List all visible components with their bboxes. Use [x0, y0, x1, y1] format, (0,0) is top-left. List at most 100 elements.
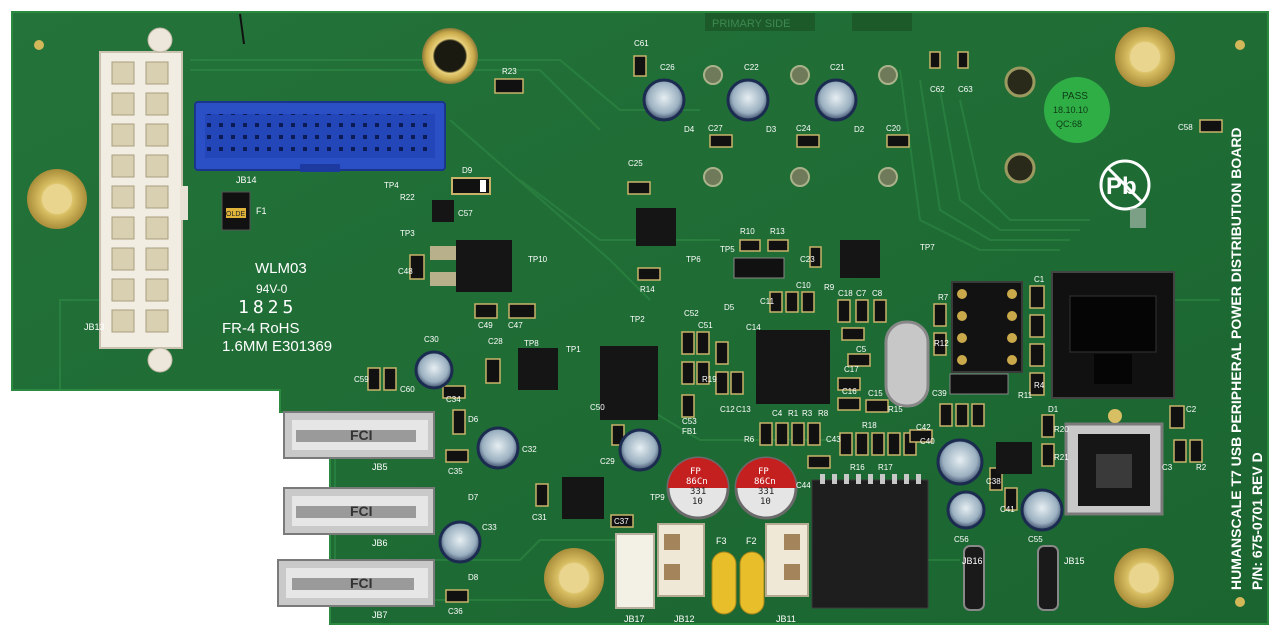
smudge — [1130, 208, 1146, 228]
svg-text:JB15: JB15 — [1064, 556, 1085, 566]
board-title: HUMANSCALE T7 USB PERIPHERAL POWER DISTR… — [1228, 127, 1244, 590]
svg-text:JB6: JB6 — [372, 538, 388, 548]
usb-port-jb5 — [283, 411, 435, 459]
jp1-jumper — [949, 373, 1009, 395]
c46-text-3: 331 — [758, 487, 774, 497]
jb13-label: JB13 — [84, 322, 105, 332]
svg-text:C14: C14 — [746, 323, 761, 332]
usb-port-jb6 — [283, 487, 435, 535]
primary-side-label: PRIMARY SIDE — [712, 18, 790, 30]
svg-text:C11: C11 — [760, 297, 775, 306]
usb-brand-jb6: FCI — [350, 503, 373, 519]
svg-text:R22: R22 — [400, 193, 415, 202]
svg-text:C41: C41 — [1000, 505, 1015, 514]
svg-text:C18: C18 — [838, 289, 853, 298]
svg-text:C12: C12 — [720, 405, 735, 414]
material-label: FR-4 RoHS — [222, 320, 300, 337]
svg-text:R6: R6 — [744, 435, 755, 444]
svg-text:R19: R19 — [702, 375, 717, 384]
date-code: 1825 — [238, 297, 297, 318]
svg-text:D9: D9 — [462, 166, 473, 175]
svg-text:TP2: TP2 — [630, 315, 645, 324]
svg-text:C48: C48 — [398, 267, 413, 276]
jb17-connector — [615, 533, 655, 609]
jb16-connector — [963, 545, 985, 611]
svg-text:D2: D2 — [854, 125, 865, 134]
reference-designators: R23 C61 C26 C22 C21 C62 C63 C58 C27 C24 … — [354, 39, 1207, 616]
svg-text:C8: C8 — [872, 289, 883, 298]
svg-text:R11: R11 — [1018, 391, 1033, 400]
svg-text:QC:68: QC:68 — [1056, 119, 1082, 129]
u1-socket — [951, 281, 1023, 373]
svg-text:R16: R16 — [850, 463, 865, 472]
smd-passives — [367, 51, 1223, 603]
svg-text:C38: C38 — [986, 477, 1001, 486]
svg-text:TP3: TP3 — [400, 229, 415, 238]
svg-text:R15: R15 — [888, 405, 903, 414]
svg-text:JB7: JB7 — [372, 610, 388, 620]
svg-text:C59: C59 — [354, 375, 369, 384]
svg-text:C50: C50 — [590, 403, 605, 412]
svg-text:JB5: JB5 — [372, 462, 388, 472]
mounting-holes — [27, 27, 1245, 608]
u7-heatsink-fins — [820, 474, 921, 484]
marker-mark — [239, 13, 245, 45]
connector-labels: JB5 JB6 JB7 JB17 JB12 JB11 JB16 JB15 F3 … — [372, 462, 1085, 624]
svg-text:C28: C28 — [488, 337, 503, 346]
flammability-rating: 94V-0 — [256, 282, 288, 296]
svg-text:C21: C21 — [830, 63, 845, 72]
svg-text:C17: C17 — [844, 365, 859, 374]
svg-text:R12: R12 — [934, 339, 949, 348]
jb14-blue-header — [194, 101, 446, 172]
mid-electrolytic-caps — [414, 350, 1064, 564]
board-part-number: P/N: 675-0701 REV D — [1249, 452, 1265, 590]
f2-fuse — [739, 551, 765, 615]
svg-text:C35: C35 — [448, 467, 463, 476]
pass-sticker: PASS 18.10.10 QC:68 — [1044, 77, 1110, 143]
svg-text:C58: C58 — [1178, 123, 1193, 132]
svg-text:C2: C2 — [1186, 405, 1197, 414]
svg-text:C31: C31 — [532, 513, 547, 522]
svg-text:FB1: FB1 — [682, 427, 697, 436]
c45-text-1: FP — [690, 467, 701, 477]
usb-brand-jb7: FCI — [350, 575, 373, 591]
svg-text:C32: C32 — [522, 445, 537, 454]
ul-code: WLM03 — [255, 260, 307, 277]
svg-text:C55: C55 — [1028, 535, 1043, 544]
svg-text:C40: C40 — [920, 437, 935, 446]
svg-text:R21: R21 — [1054, 453, 1069, 462]
through-hole-pads — [703, 65, 898, 187]
svg-text:C25: C25 — [628, 159, 643, 168]
svg-text:C26: C26 — [660, 63, 675, 72]
svg-text:TP7: TP7 — [920, 243, 935, 252]
primary-side-box-2 — [852, 13, 912, 31]
svg-text:TP8: TP8 — [524, 339, 539, 348]
svg-text:18.10.10: 18.10.10 — [1053, 105, 1088, 115]
svg-text:R8: R8 — [818, 409, 829, 418]
svg-text:PASS: PASS — [1062, 91, 1088, 102]
svg-text:R14: R14 — [640, 285, 655, 294]
svg-text:C20: C20 — [886, 124, 901, 133]
svg-text:C16: C16 — [842, 387, 857, 396]
svg-text:JB17: JB17 — [624, 614, 645, 624]
svg-text:R10: R10 — [740, 227, 755, 236]
svg-text:C63: C63 — [958, 85, 973, 94]
svg-text:C33: C33 — [482, 523, 497, 532]
thickness-label: 1.6MM E301369 — [222, 338, 332, 355]
svg-text:C1: C1 — [1034, 275, 1045, 284]
svg-text:R23: R23 — [502, 67, 517, 76]
svg-text:R2: R2 — [1196, 463, 1207, 472]
f3-fuse — [711, 551, 737, 615]
svg-text:C52: C52 — [684, 309, 699, 318]
svg-text:C42: C42 — [916, 423, 931, 432]
svg-text:C39: C39 — [932, 389, 947, 398]
svg-text:C3: C3 — [1162, 463, 1173, 472]
svg-text:C62: C62 — [930, 85, 945, 94]
c46-big-cap — [734, 456, 798, 520]
svg-text:D3: D3 — [766, 125, 777, 134]
svg-text:JB11: JB11 — [776, 614, 796, 624]
jp2-jumper — [733, 257, 785, 279]
c46-text-1: FP — [758, 467, 769, 477]
svg-text:D8: D8 — [468, 573, 479, 582]
svg-text:R9: R9 — [824, 283, 835, 292]
